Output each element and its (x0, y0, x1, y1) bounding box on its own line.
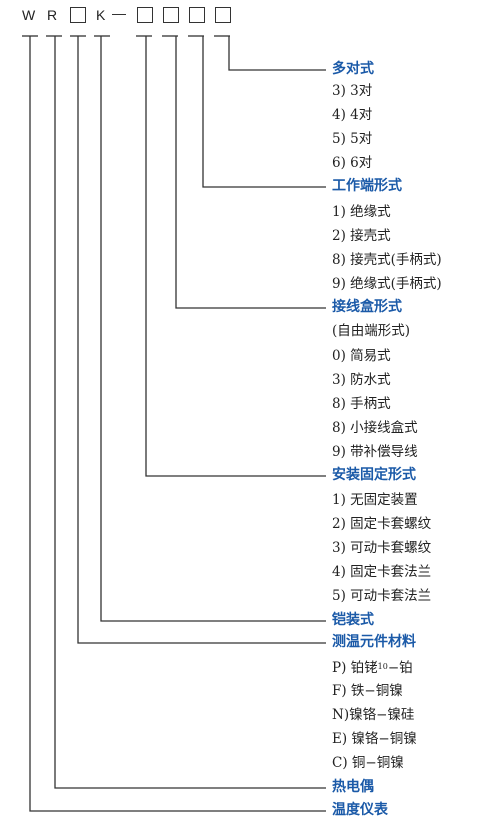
leader-mounting (145, 36, 326, 477)
code-letter-w: W (22, 7, 36, 23)
heading-multi-pair: 多对式 (332, 61, 374, 77)
option-item: 2) 接壳式 (332, 228, 391, 244)
leader-temp-instrument (29, 36, 326, 812)
option-item: 1) 无固定装置 (332, 492, 418, 508)
option-item: 3) 防水式 (332, 372, 391, 388)
option-item: 2) 固定卡套螺纹 (332, 516, 432, 532)
leader-multi-pair (228, 36, 326, 71)
heading-temp-instrument: 温度仪表 (332, 802, 388, 818)
code-box-mounting (137, 7, 153, 23)
option-item: 5) 5对 (332, 131, 373, 147)
option-item: 8) 手柄式 (332, 396, 391, 412)
leader-element-material (77, 36, 326, 644)
heading-mounting: 安装固定形式 (332, 467, 416, 483)
heading-thermocouple: 热电偶 (332, 779, 374, 795)
option-item: (自由端形式) (332, 323, 411, 339)
option-item: 8) 小接线盒式 (332, 420, 418, 436)
leader-armored (100, 36, 326, 622)
heading-junction-box: 接线盒形式 (332, 299, 402, 315)
option-item: 4) 4对 (332, 107, 373, 123)
option-item: 3) 3对 (332, 83, 373, 99)
option-item-platinum: P) 铂铑10−铂 (332, 658, 413, 677)
code-letter-r: R (47, 7, 58, 23)
heading-working-end: 工作端形式 (332, 178, 402, 194)
code-box-working-end (189, 7, 205, 23)
option-item: 0) 简易式 (332, 348, 391, 364)
heading-element-material: 测温元件材料 (332, 634, 416, 650)
option-item: 8) 接壳式(手柄式) (332, 252, 442, 268)
option-item: C) 铜−铜镍 (332, 755, 404, 771)
option-item: 3) 可动卡套螺纹 (332, 540, 432, 556)
option-item: 1) 绝缘式 (332, 204, 391, 220)
option-item: F) 铁−铜镍 (332, 683, 403, 699)
option-item: E) 镍铬−铜镍 (332, 731, 417, 747)
heading-armored: 铠装式 (332, 612, 374, 628)
platinum-subscript: 10 (377, 662, 388, 671)
option-item: N)镍铬−镍硅 (332, 707, 415, 723)
option-item: P) 铂铑 (332, 660, 378, 676)
platinum-tail: −铂 (387, 660, 413, 676)
leader-junction-box (175, 36, 326, 309)
code-box-element-material (70, 7, 86, 23)
option-item: 9) 绝缘式(手柄式) (332, 276, 442, 292)
option-item: 5) 可动卡套法兰 (332, 588, 432, 604)
option-item: 6) 6对 (332, 155, 373, 171)
code-letter-k: K (96, 7, 106, 23)
leader-thermocouple (54, 36, 326, 789)
option-item: 9) 带补偿导线 (332, 444, 418, 460)
code-box-multi-pair (215, 7, 231, 23)
code-box-junction-box (163, 7, 179, 23)
option-item: 4) 固定卡套法兰 (332, 564, 432, 580)
leader-working-end (202, 36, 326, 188)
code-dash (112, 14, 126, 16)
